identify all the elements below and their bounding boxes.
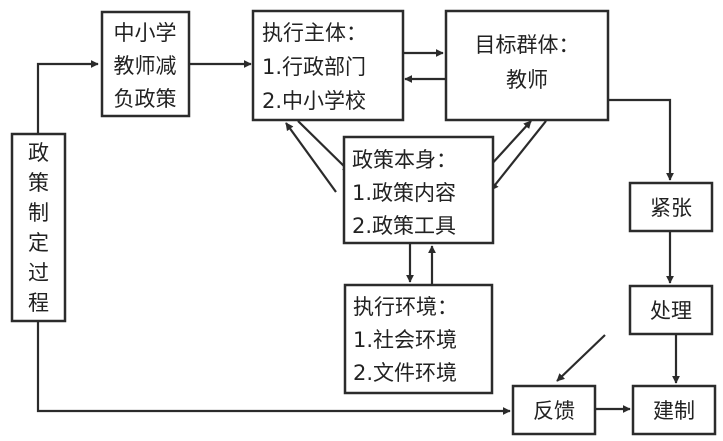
- node-target-group-line-1: 目标群体：: [475, 33, 580, 57]
- node-formulation-line-2: 策: [28, 171, 49, 195]
- node-feedback-label: 反馈: [533, 399, 575, 423]
- node-feedback: 反馈: [511, 384, 597, 436]
- node-handling-label: 处理: [650, 299, 692, 323]
- edge-target-to-tension: [608, 98, 674, 181]
- node-executors-line-1: 执行主体：: [262, 21, 367, 45]
- edge-executors-to-policy-itself: [297, 120, 351, 173]
- node-formulation-line-1: 政: [28, 141, 49, 165]
- node-executors: 执行主体： 1.行政部门 2.中小学校: [251, 9, 405, 122]
- node-formulation-line-4: 定: [28, 231, 49, 255]
- node-policy-itself: 政策本身： 1.政策内容 2.政策工具: [342, 135, 495, 245]
- edge-formulation-to-feedback: [36, 321, 511, 415]
- node-policy-itself-line-2: 1.政策内容: [352, 181, 456, 205]
- node-formulation-line-3: 制: [28, 201, 49, 225]
- node-policy-title-line-1: 中小学: [114, 21, 177, 45]
- edge-target-to-policy-itself: [490, 120, 547, 191]
- node-policy-title-line-2: 教师减: [114, 54, 177, 78]
- node-formulation-line-5: 过: [28, 261, 49, 285]
- node-environment: 执行环境： 1.社会环境 2.文件环境: [343, 283, 494, 395]
- node-formulation-line-6: 程: [28, 291, 49, 315]
- node-establish: 建制: [631, 384, 717, 436]
- node-target-group: 目标群体： 教师: [444, 9, 610, 122]
- edges: [36, 49, 680, 415]
- node-formulation: 政 策 制 定 过 程: [10, 132, 67, 323]
- node-executors-line-2: 1.行政部门: [262, 55, 366, 79]
- node-policy-itself-line-1: 政策本身：: [352, 148, 457, 172]
- node-environment-line-3: 2.文件环境: [353, 361, 457, 385]
- node-executors-line-3: 2.中小学校: [262, 89, 366, 113]
- node-policy-itself-line-3: 2.政策工具: [352, 214, 456, 238]
- edge-formulation-to-policy-title: [36, 60, 99, 133]
- node-target-group-line-2: 教师: [506, 68, 548, 92]
- node-environment-line-2: 1.社会环境: [353, 328, 457, 352]
- node-tension-label: 紧张: [650, 196, 692, 220]
- edge-policy-itself-to-executors: [285, 122, 337, 193]
- node-policy-title-line-3: 负政策: [114, 87, 177, 111]
- edge-handling-to-feedback: [556, 334, 606, 382]
- node-policy-title: 中小学 教师减 负政策: [100, 10, 191, 118]
- node-establish-label: 建制: [653, 399, 695, 423]
- node-environment-line-1: 执行环境：: [353, 295, 458, 319]
- node-handling: 处理: [628, 284, 714, 336]
- node-tension: 紧张: [628, 181, 714, 233]
